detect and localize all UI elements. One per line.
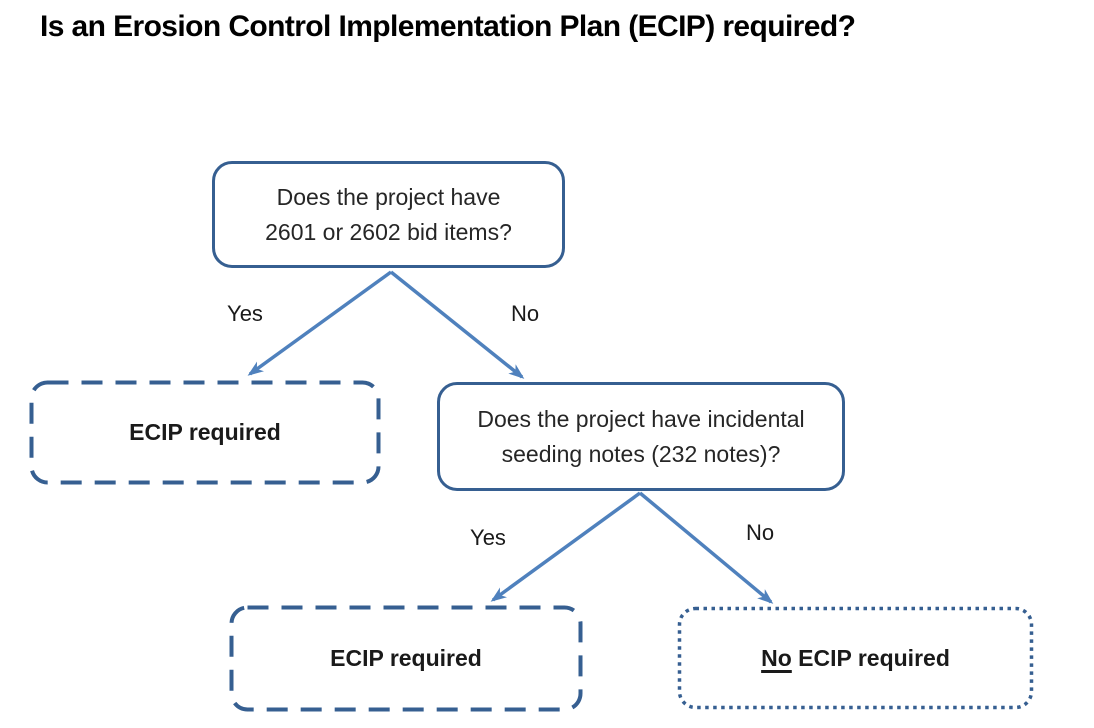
result-node-ecip-required-2: ECIP required <box>229 605 583 712</box>
page-title: Is an Erosion Control Implementation Pla… <box>40 10 856 43</box>
arrow-no-2 <box>638 491 774 604</box>
decision-node-bid-items-text: Does the project have 2601 or 2602 bid i… <box>265 184 512 245</box>
underlined-no-text: No <box>761 644 792 671</box>
branch-label-no-1: No <box>510 301 540 326</box>
result-node-ecip-required-1: ECIP required <box>29 380 381 485</box>
arrow-yes-2 <box>490 491 642 602</box>
branch-label-yes-2: Yes <box>470 525 506 550</box>
result-node-ecip-required-1-text: ECIP required <box>129 419 281 446</box>
branch-label-no-2: No <box>745 520 775 545</box>
decision-node-seeding-notes-text: Does the project have incidental seeding… <box>477 406 805 467</box>
rest-text: ECIP required <box>791 644 950 671</box>
arrow-no-1 <box>389 270 525 379</box>
result-node-ecip-required-2-text: ECIP required <box>330 645 482 672</box>
dashed-border <box>229 605 583 712</box>
branch-label-yes-1: Yes <box>227 301 263 326</box>
result-node-no-ecip-required: No ECIP required <box>677 606 1034 710</box>
dotted-border <box>677 606 1034 710</box>
arrow-yes-1 <box>247 270 393 376</box>
decision-node-seeding-notes: Does the project have incidental seeding… <box>437 382 845 491</box>
result-node-no-ecip-required-text: No ECIP required <box>749 641 962 676</box>
decision-node-bid-items: Does the project have 2601 or 2602 bid i… <box>212 161 565 268</box>
dashed-border <box>29 380 381 485</box>
